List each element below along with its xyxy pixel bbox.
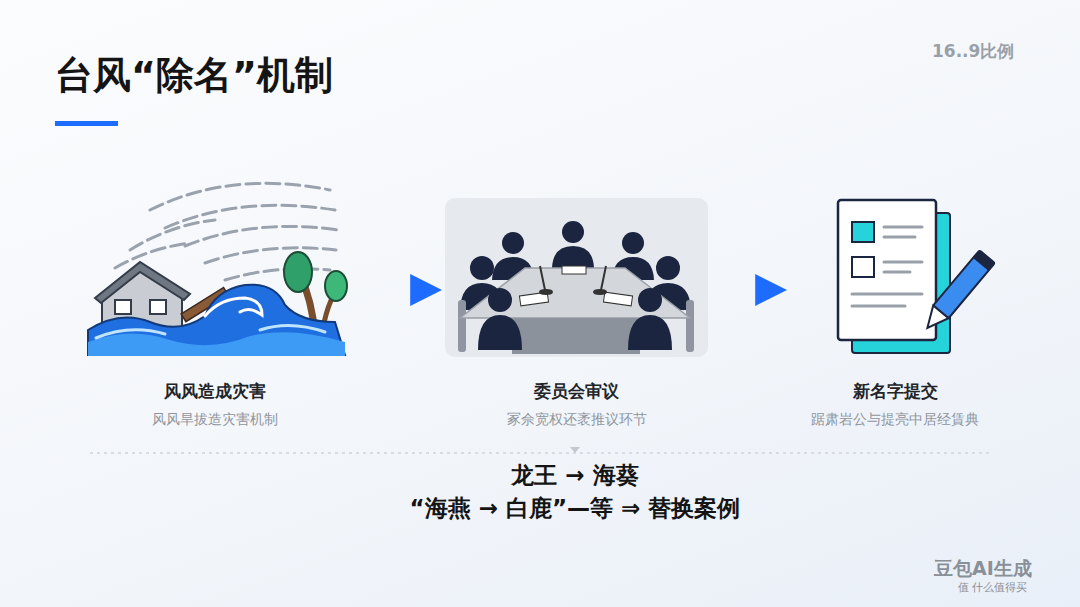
- step-title: 风风造成灾害: [90, 380, 340, 402]
- example-text: 龙王 → 海葵: [511, 460, 638, 491]
- flow-arrow: [714, 285, 784, 295]
- step-description: 风风旱拔造灾害机制: [90, 410, 340, 428]
- divider-line: [90, 452, 990, 454]
- step-node: 风风造成灾害风风旱拔造灾害机制: [90, 195, 340, 428]
- ratio-note: 16..9比例: [932, 40, 1014, 63]
- divider-pointer: [570, 447, 580, 453]
- step-node: 新名字提交踞肃岩公与提亮中居经賃典: [790, 195, 1000, 428]
- title-underline: [55, 121, 118, 126]
- step-title: 新名字提交: [790, 380, 1000, 402]
- document-icon: [838, 200, 995, 353]
- meeting-icon: [445, 198, 708, 357]
- step-title: 委员会审议: [445, 380, 708, 402]
- step-description: 踞肃岩公与提亮中居经賃典: [790, 410, 1000, 428]
- step-description: 冢佘宽权还袤推议环节: [445, 410, 708, 428]
- example-text: “海燕 → 白鹿”—等 ⇒ 替换案例: [410, 493, 741, 524]
- watermark: 豆包AI生成: [934, 556, 1032, 582]
- step-node: 委员会审议冢佘宽权还袤推议环节: [445, 195, 708, 428]
- page-title: 台风“除名”机制: [55, 50, 333, 101]
- storm-icon: [88, 183, 347, 356]
- watermark: 值 什么值得买: [958, 580, 1028, 595]
- flow-arrow: [346, 285, 439, 295]
